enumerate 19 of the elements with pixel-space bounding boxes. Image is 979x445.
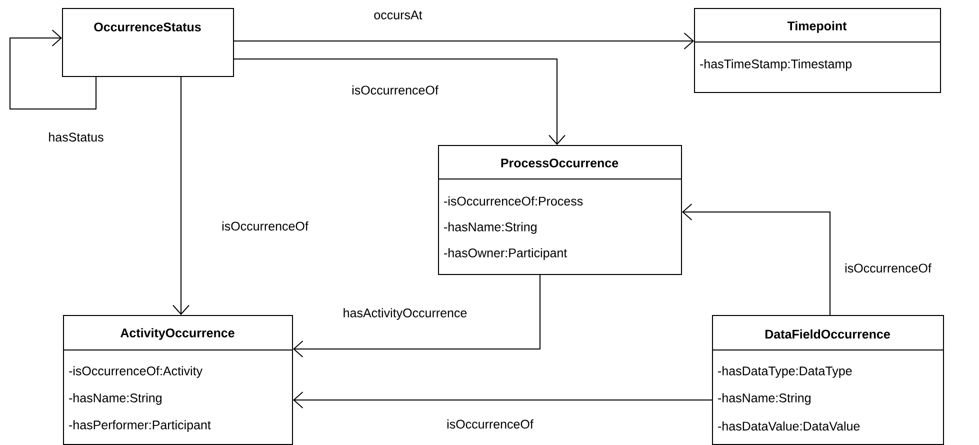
class-box: ActivityOccurrence -isOccurrenceOf:Activity -hasName:String -hasPerformer:Participant <box>62 315 293 445</box>
edge-label: hasActivityOccurrence <box>344 308 467 320</box>
edge-label: isOccurrenceOf <box>447 419 534 429</box>
arrow <box>293 392 712 408</box>
class-box: DataFieldOccurrence -hasDataType:DataType -hasName:String -hasDataValue:DataValue <box>712 315 944 445</box>
arrow <box>10 30 96 110</box>
edge-label: hasStatus <box>49 132 104 142</box>
arrow <box>172 76 190 315</box>
arrow <box>234 58 566 145</box>
class-box: ProcessOccurrence -isOccurrenceOf:Process -hasName:String -hasOwner:Participant <box>438 145 682 275</box>
class-box: OccurrenceStatus <box>62 8 234 77</box>
edge-label: isOccurrenceOf <box>222 221 308 231</box>
edge-label: occursAt <box>374 10 422 20</box>
arrow <box>234 32 694 50</box>
edge-label: isOccurrenceOf <box>845 263 932 273</box>
class-box: Timepoint -hasTimeStamp:Timestamp <box>694 8 941 93</box>
arrow <box>682 204 830 316</box>
arrow <box>293 274 540 358</box>
edge-label: isOccurrenceOf <box>352 85 438 95</box>
